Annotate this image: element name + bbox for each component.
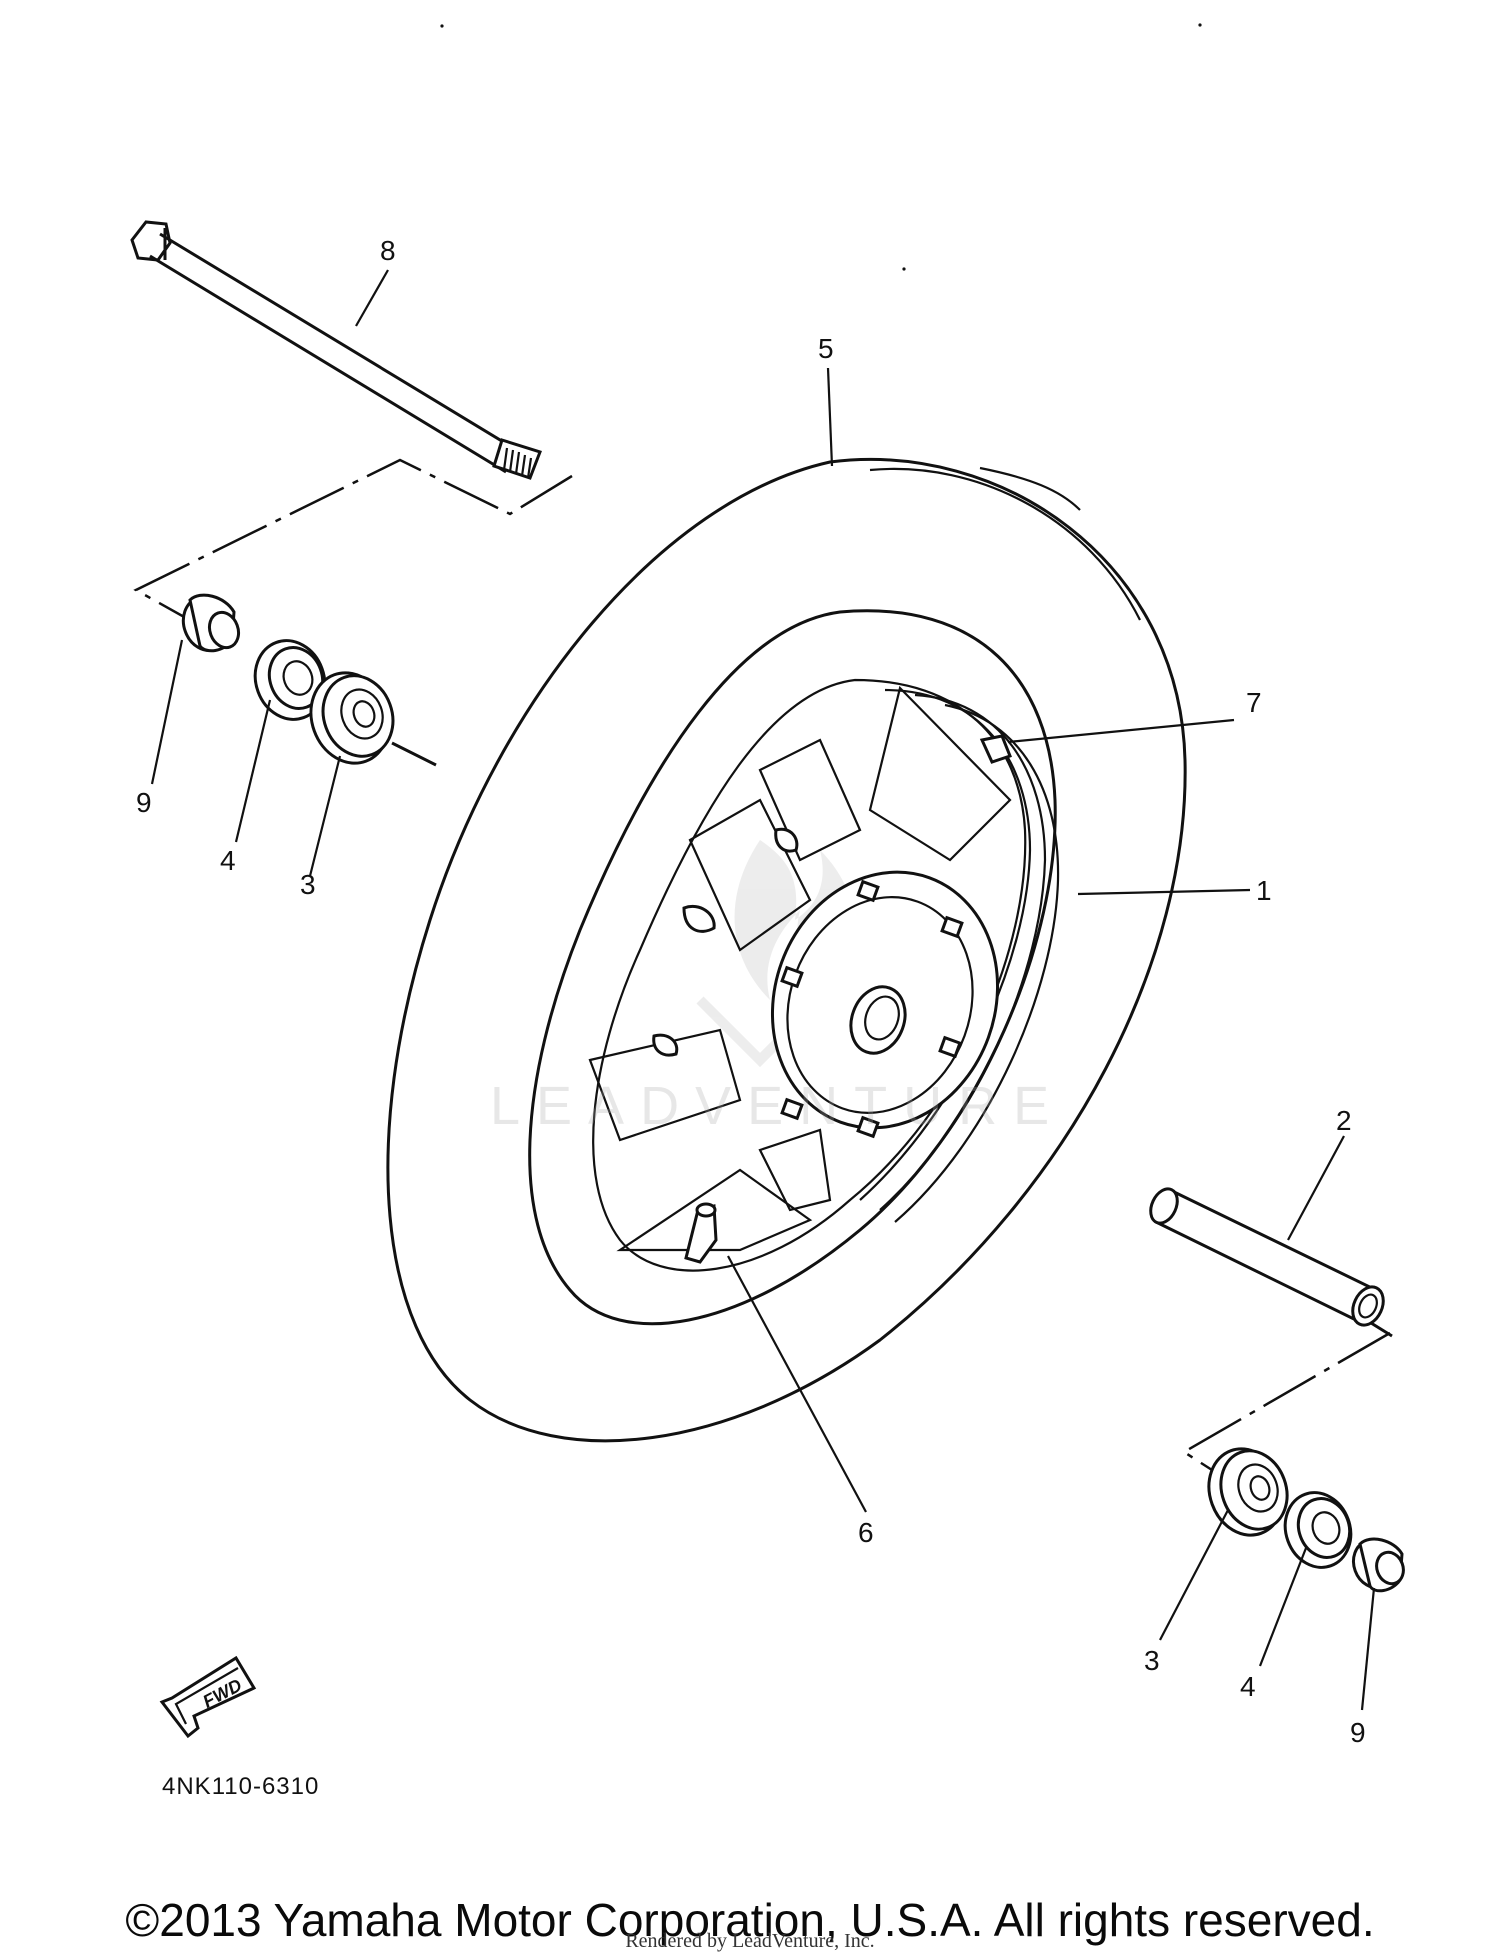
callout-5: 5 xyxy=(818,333,834,364)
fwd-label: FWD xyxy=(200,1675,246,1712)
callout-9-left: 9 xyxy=(136,787,152,818)
spacer-part-9-left xyxy=(181,593,241,653)
callout-1: 1 xyxy=(1256,875,1272,906)
diagram-code: 4NK110-6310 xyxy=(162,1773,320,1800)
callout-4-right: 4 xyxy=(1240,1671,1256,1702)
fwd-arrow-icon: FWD xyxy=(159,1655,257,1739)
rendered-by-text: Rendered by LeadVenture, Inc. xyxy=(625,1930,875,1952)
speck xyxy=(1198,23,1202,27)
reference-line-bottom xyxy=(1181,1331,1391,1472)
bearing-part-3-right xyxy=(1207,1447,1289,1537)
reference-line-top xyxy=(133,458,573,620)
bearing-pointer-top xyxy=(391,741,437,767)
oil-seal-part-4-right xyxy=(1283,1491,1353,1569)
callout-2: 2 xyxy=(1336,1105,1352,1136)
callout-4-left: 4 xyxy=(220,845,236,876)
callout-3-right: 3 xyxy=(1144,1645,1160,1676)
callout-9-right: 9 xyxy=(1350,1717,1366,1748)
valve-part-6 xyxy=(684,1202,718,1264)
tire-part-5 xyxy=(386,457,1187,1443)
callout-3-left: 3 xyxy=(300,869,316,900)
bearing-part-3-left xyxy=(309,671,395,765)
spacer-part-9-right xyxy=(1351,1537,1405,1593)
oil-seal-part-4-left xyxy=(253,639,327,721)
speck xyxy=(440,24,444,28)
callout-7: 7 xyxy=(1246,687,1262,718)
speck xyxy=(902,267,906,271)
callout-labels: 8 5 7 1 9 4 3 2 6 3 4 9 xyxy=(136,235,1366,1748)
axle-part-8 xyxy=(130,220,542,480)
callout-8: 8 xyxy=(380,235,396,266)
balance-weight-part-7 xyxy=(979,734,1012,764)
collar-part-2 xyxy=(1149,1187,1385,1327)
callout-6: 6 xyxy=(858,1517,874,1548)
wheel-assembly xyxy=(386,457,1187,1443)
leader-lines xyxy=(150,269,1376,1711)
copyright-text: ©2013 Yamaha Motor Corporation, U.S.A. A… xyxy=(125,1894,1375,1946)
watermark-text: LEADVENTURE xyxy=(490,1076,1066,1136)
hub-bolts xyxy=(780,879,964,1139)
